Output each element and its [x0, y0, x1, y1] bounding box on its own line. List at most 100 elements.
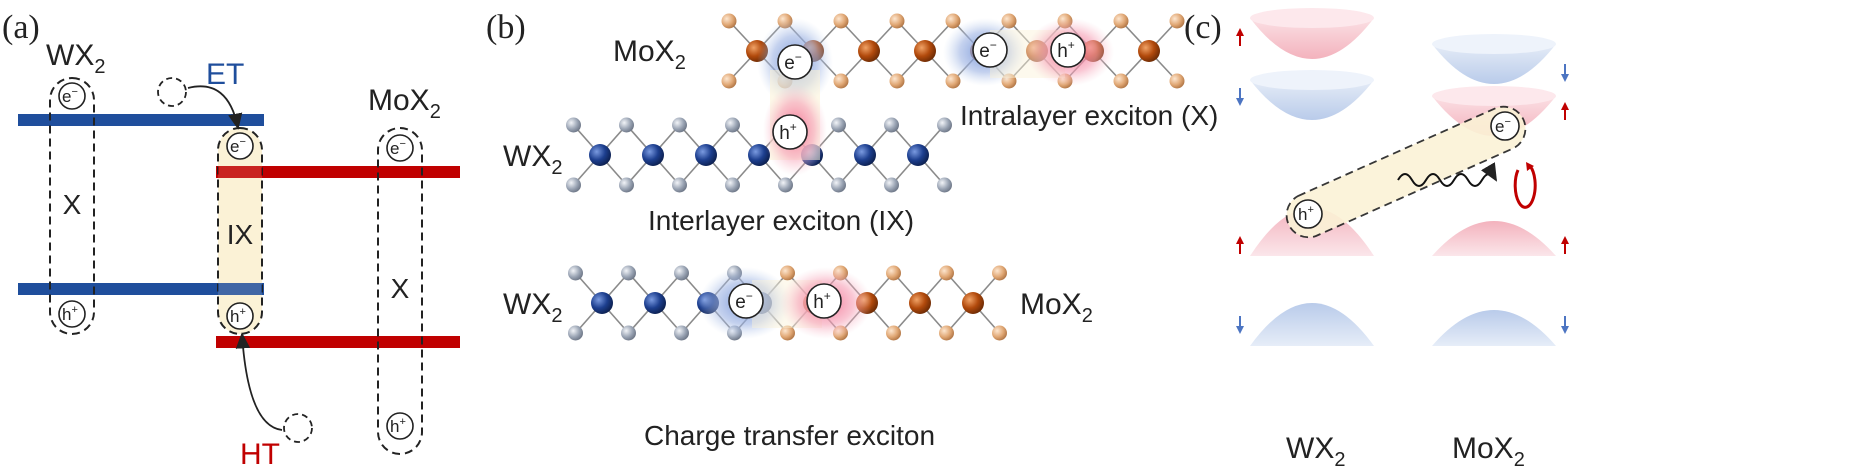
panel-c-label: (c) — [1184, 9, 1222, 46]
chalcogen-atom — [889, 73, 905, 89]
mox2-valence-spin-down-band — [1432, 310, 1556, 346]
ix-label: IX — [227, 219, 254, 250]
w-atom — [854, 144, 876, 166]
chalcogen-atom — [568, 325, 583, 341]
chalcogen-atom — [725, 117, 740, 133]
chalcogen-atom — [1169, 13, 1185, 29]
wx2-lattice-middle — [566, 117, 952, 193]
chalcogen-atom — [721, 73, 737, 89]
mox2-conduction-band — [216, 166, 460, 178]
chalcogen-atom — [833, 73, 849, 89]
chalcogen-atom — [992, 265, 1007, 281]
x-electron-marker: e− — [972, 32, 1008, 68]
w-atom — [644, 292, 666, 314]
w-atom — [748, 144, 770, 166]
charge-transfer-caption: Charge transfer exciton — [644, 420, 935, 451]
ix-electron-marker: e− — [777, 44, 813, 80]
wx2-electron: e− — [58, 82, 86, 110]
chalcogen-atom — [721, 13, 737, 29]
panel-b-mox2-top-label: MoX2 — [613, 35, 686, 74]
chalcogen-atom — [886, 265, 901, 281]
svg-text:h+: h+ — [1057, 38, 1075, 62]
panel-c: (c) — [1184, 8, 1569, 466]
panel-c-mox2-label: MoX2 — [1452, 432, 1525, 466]
circular-polarization-arrowhead-icon — [1526, 162, 1534, 171]
panel-b-wx2-lower-label: WX2 — [503, 288, 562, 327]
spin-down-arrow-icons — [1236, 64, 1569, 334]
mo-atom — [1138, 40, 1160, 62]
mox2-exciton-box — [377, 127, 423, 455]
svg-text:e−: e− — [230, 136, 246, 156]
et-vacancy-icon — [157, 77, 187, 107]
ct-electron-marker: e− — [728, 283, 764, 319]
chalcogen-atom — [674, 325, 689, 341]
c-hole-marker: h+ — [1293, 199, 1323, 229]
svg-text:e−: e− — [735, 289, 753, 313]
panel-a-label: (a) — [2, 9, 40, 46]
chalcogen-atom — [1113, 73, 1129, 89]
svg-text:h+: h+ — [390, 416, 406, 436]
intralayer-exciton-caption: Intralayer exciton (X) — [960, 100, 1218, 131]
ix-electron: e− — [226, 132, 254, 160]
panel-a: (a) WX2 MoX2 X e− h+ IX e− h+ — [2, 9, 460, 466]
w-atom — [907, 144, 929, 166]
chalcogen-atom — [621, 265, 636, 281]
wx2-conduction-spin-down-band — [1250, 70, 1374, 120]
mo-atom — [914, 40, 936, 62]
chalcogen-atom — [566, 177, 581, 193]
wx2-conduction-band — [18, 114, 264, 126]
svg-text:e−: e− — [979, 38, 997, 62]
spin-up-arrow-icons — [1236, 28, 1569, 254]
mox2-valence-spin-up-band — [1432, 221, 1556, 256]
chalcogen-atom — [886, 325, 901, 341]
chalcogen-atom — [945, 73, 961, 89]
ix-band-overlap-2 — [218, 283, 262, 295]
chalcogen-atom — [778, 177, 793, 193]
wx2-valence-band — [18, 283, 264, 295]
ht-arrow-icon — [235, 332, 283, 431]
chalcogen-atom — [937, 117, 952, 133]
chalcogen-atom — [566, 117, 581, 133]
chalcogen-atom — [780, 265, 795, 281]
chalcogen-atom — [621, 325, 636, 341]
panel-b: (b) MoX2 WX2 e− h+ e− h+ — [486, 9, 1218, 451]
chalcogen-atom — [725, 177, 740, 193]
svg-text:e−: e− — [1495, 116, 1511, 136]
svg-text:e−: e− — [784, 50, 802, 74]
chalcogen-atom — [937, 177, 952, 193]
mo-atom — [962, 292, 984, 314]
w-atom — [642, 144, 664, 166]
mox2-exciton-x-label: X — [391, 273, 410, 304]
panel-b-wx2-label: WX2 — [503, 140, 562, 179]
interlayer-exciton-caption: Interlayer exciton (IX) — [648, 205, 914, 236]
svg-text:h+: h+ — [62, 304, 78, 324]
panel-b-label: (b) — [486, 9, 526, 46]
et-label: ET — [206, 58, 244, 91]
w-atom — [591, 292, 613, 314]
chalcogen-atom — [619, 117, 634, 133]
panel-a-mox2-label: MoX2 — [368, 84, 441, 123]
ix-band-overlap — [218, 166, 262, 178]
chalcogen-atom — [672, 117, 687, 133]
chalcogen-atom — [674, 265, 689, 281]
svg-text:e−: e− — [62, 86, 78, 106]
chalcogen-atom — [884, 177, 899, 193]
ix-hole-marker: h+ — [772, 114, 808, 150]
chalcogen-atom — [992, 325, 1007, 341]
mo-atom — [858, 40, 880, 62]
w-atom — [695, 144, 717, 166]
svg-text:e−: e− — [390, 138, 406, 158]
ht-label: HT — [240, 438, 280, 466]
chalcogen-atom — [889, 13, 905, 29]
ct-hole-marker: h+ — [806, 283, 842, 319]
x-hole-marker: h+ — [1050, 32, 1086, 68]
mo-atom — [909, 292, 931, 314]
panel-b-mox2-lower-label: MoX2 — [1020, 288, 1093, 327]
chalcogen-atom — [672, 177, 687, 193]
chalcogen-atom — [619, 177, 634, 193]
mox2-hole: h+ — [386, 412, 414, 440]
ix-hole: h+ — [226, 302, 254, 330]
photon-wave-icon — [1397, 162, 1498, 187]
chalcogen-atom — [1169, 73, 1185, 89]
